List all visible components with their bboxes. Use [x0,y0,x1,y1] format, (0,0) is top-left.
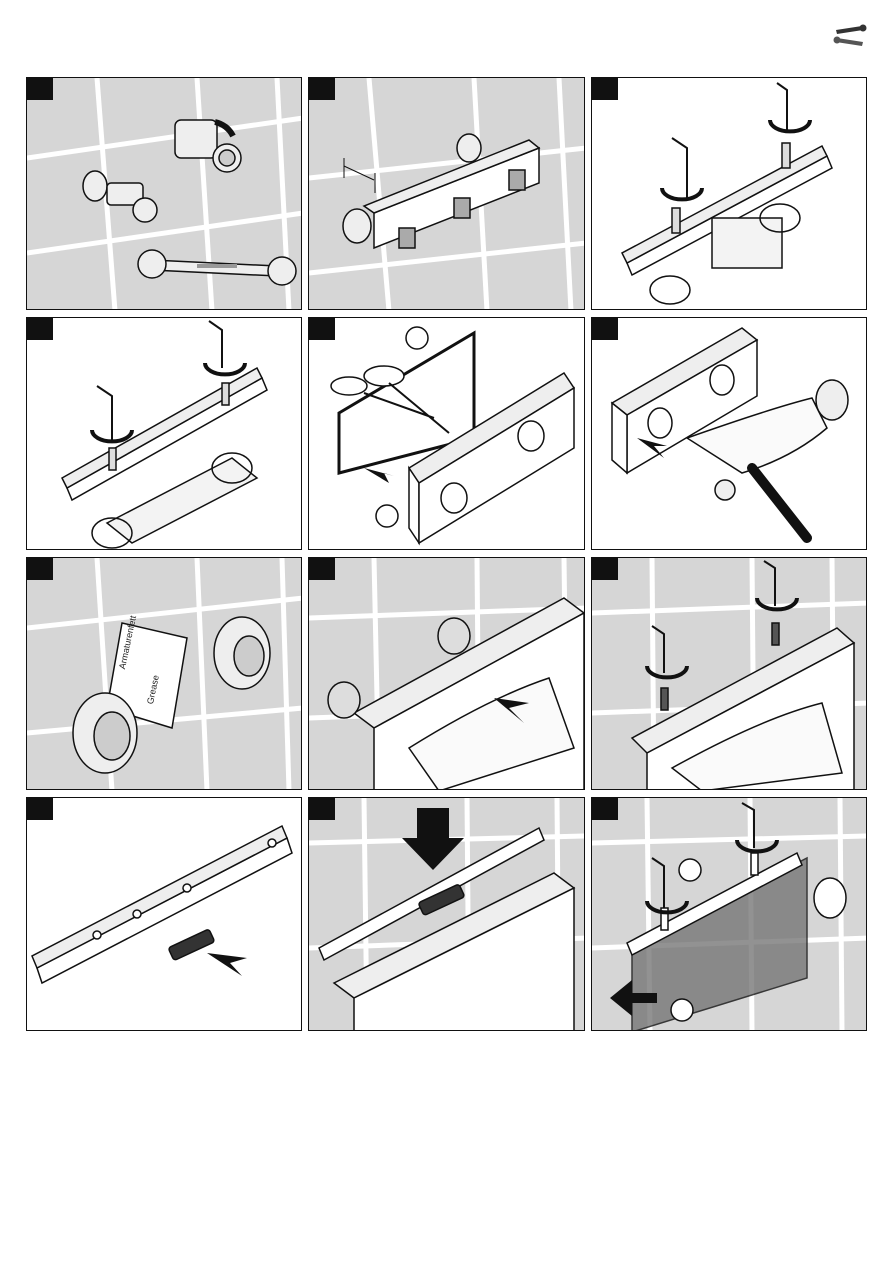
tiles-wrench-scene [27,78,302,310]
wrench-tools-icon [832,24,868,48]
cover-plate-scene [592,318,867,550]
step-panel-10 [26,797,302,1031]
step-panel-1 [26,77,302,310]
step-panel-7: Armaturenfett Grease [26,557,302,790]
step-badge-12 [592,798,618,820]
tiles-bar-scene [309,78,585,310]
step-panel-11 [308,797,585,1031]
step-badge-11 [309,798,335,820]
step-badge-6 [592,318,618,340]
bracket-clamp-scene [27,318,302,550]
step-panel-5 [308,317,585,550]
step-badge-5 [309,318,335,340]
step-panel-6 [591,317,867,550]
step-badge-1 [27,78,53,100]
step-badge-8 [309,558,335,580]
rail-press-scene [309,798,585,1031]
rail-final-scene [592,798,867,1031]
step-badge-10 [27,798,53,820]
step-badge-3 [592,78,618,100]
step-badge-7 [27,558,53,580]
bracket-hex-scene [592,78,867,310]
step-panel-3 [591,77,867,310]
scissors-template-scene [309,318,585,550]
step-panel-12 [591,797,867,1031]
step-badge-2 [309,78,335,100]
step-panel-9 [591,557,867,790]
step-badge-4 [27,318,53,340]
rail-bolt-scene [27,798,302,1031]
step-panel-8 [308,557,585,790]
valve-hex-scene [592,558,867,790]
grease-packet-scene [27,558,302,790]
valve-insert-scene [309,558,585,790]
step-badge-9 [592,558,618,580]
step-panel-4 [26,317,302,550]
step-panel-2 [308,77,585,310]
